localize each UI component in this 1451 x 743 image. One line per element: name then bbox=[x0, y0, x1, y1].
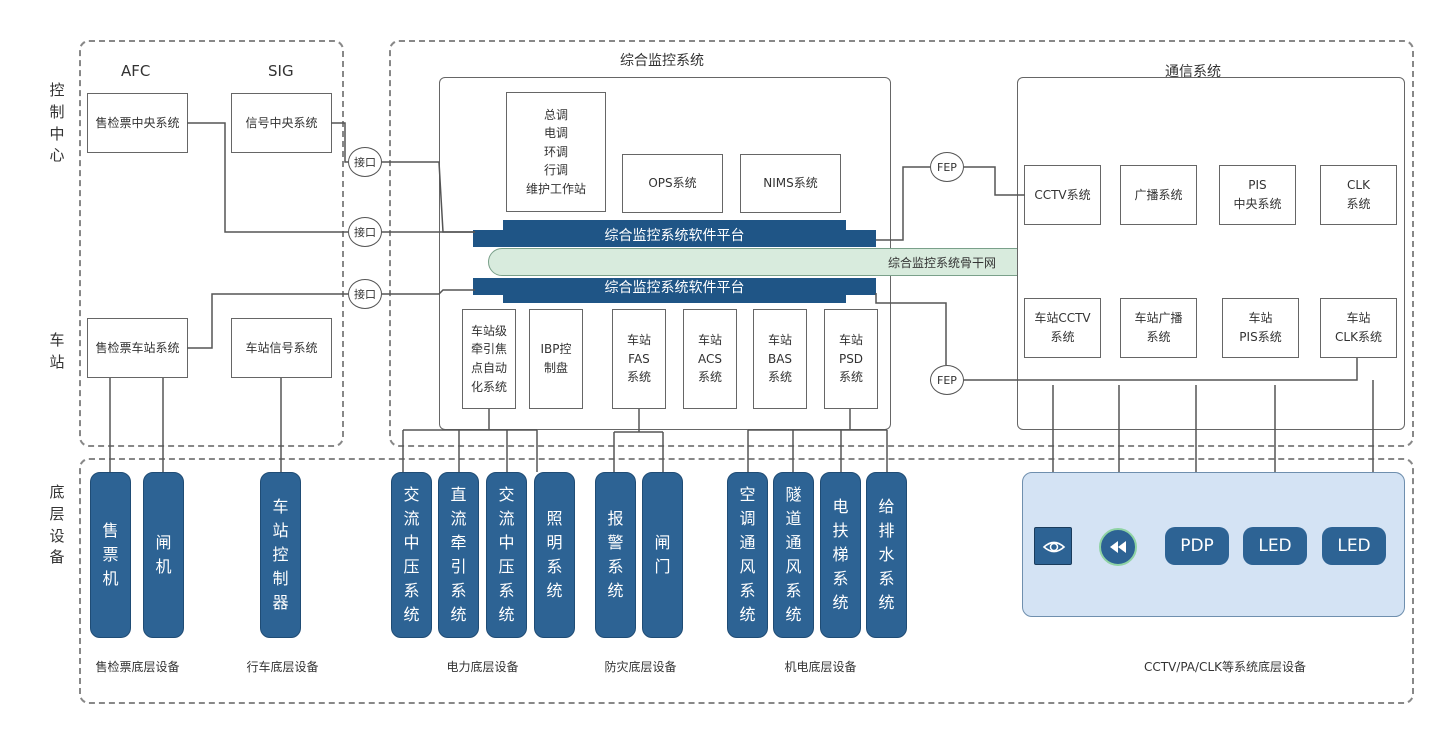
sig-center-box: 信号中央系统 bbox=[231, 93, 332, 153]
iscs-comm-region bbox=[389, 40, 1414, 447]
interface-node-3: 接口 bbox=[348, 279, 382, 309]
station-cctv-box: 车站CCTV 系统 bbox=[1024, 298, 1101, 358]
power-devices-label: 电力底层设备 bbox=[446, 660, 519, 674]
fep-node-upper: FEP bbox=[930, 152, 964, 182]
eye-icon bbox=[1034, 527, 1072, 565]
clk-system-box: CLK 系统 bbox=[1320, 165, 1397, 225]
afc-title: AFC bbox=[121, 62, 151, 80]
ops-box: OPS系统 bbox=[622, 154, 723, 213]
workstation-box: 总调 电调 环调 行调 维护工作站 bbox=[506, 92, 606, 212]
afc-sig-region bbox=[79, 40, 344, 447]
gate-valve-device: 闸 门 bbox=[642, 472, 683, 638]
ac-ventilation-device: 空 调 通 风 系 统 bbox=[727, 472, 768, 638]
station-label: 车 站 bbox=[49, 331, 65, 371]
rewind-icon bbox=[1099, 528, 1137, 566]
signal-devices-label: 行车底层设备 bbox=[246, 660, 319, 674]
station-psd-box: 车站 PSD 系统 bbox=[824, 309, 878, 409]
ibp-panel-box: IBP控 制盘 bbox=[529, 309, 583, 409]
afc-devices-label: 售检票底层设备 bbox=[95, 660, 180, 674]
interface-node-2: 接口 bbox=[348, 217, 382, 247]
station-broadcast-box: 车站广播 系统 bbox=[1120, 298, 1197, 358]
iscs-title: 综合监控系统 bbox=[620, 53, 704, 69]
platform-top-lower bbox=[473, 230, 876, 247]
cctv-system-box: CCTV系统 bbox=[1024, 165, 1101, 225]
ticket-machine-device: 售 票 机 bbox=[90, 472, 131, 638]
station-bas-box: 车站 BAS 系统 bbox=[753, 309, 807, 409]
gate-device: 闸 机 bbox=[143, 472, 184, 638]
platform-bottom-label: 综合监控系统软件平台 bbox=[604, 280, 745, 296]
bottom-devices-label: 底 层 设 备 bbox=[49, 483, 65, 567]
station-clk-box: 车站 CLK系统 bbox=[1320, 298, 1397, 358]
traction-automation-box: 车站级 牵引焦 点自动 化系统 bbox=[462, 309, 516, 409]
escalator-device: 电 扶 梯 系 统 bbox=[820, 472, 861, 638]
station-acs-box: 车站 ACS 系统 bbox=[683, 309, 737, 409]
sig-title: SIG bbox=[268, 62, 294, 80]
fep-node-lower: FEP bbox=[930, 365, 964, 395]
ac-medium-voltage-device-1: 交 流 中 压 系 统 bbox=[391, 472, 432, 638]
comm-devices-label: CCTV/PA/CLK等系统底层设备 bbox=[1144, 660, 1306, 674]
lighting-device: 照 明 系 统 bbox=[534, 472, 575, 638]
broadcast-system-box: 广播系统 bbox=[1120, 165, 1197, 225]
station-pis-box: 车站 PIS系统 bbox=[1222, 298, 1299, 358]
platform-top-label: 综合监控系统软件平台 bbox=[604, 228, 745, 244]
disaster-prevention-devices-label: 防灾底层设备 bbox=[604, 660, 677, 674]
pis-center-box: PIS 中央系统 bbox=[1219, 165, 1296, 225]
ac-medium-voltage-device-2: 交 流 中 压 系 统 bbox=[486, 472, 527, 638]
electromechanical-devices-label: 机电底层设备 bbox=[784, 660, 857, 674]
station-fas-box: 车站 FAS 系统 bbox=[612, 309, 666, 409]
comm-title: 通信系统 bbox=[1165, 64, 1221, 80]
platform-bottom-upper bbox=[473, 278, 876, 295]
bottom-devices-region bbox=[79, 458, 1414, 704]
sig-station-box: 车站信号系统 bbox=[231, 318, 332, 378]
nims-box: NIMS系统 bbox=[740, 154, 841, 213]
station-controller-device: 车 站 控 制 器 bbox=[260, 472, 301, 638]
led-device-2: LED bbox=[1322, 527, 1386, 565]
pdp-device: PDP bbox=[1165, 527, 1229, 565]
water-supply-device: 给 排 水 系 统 bbox=[866, 472, 907, 638]
alarm-device: 报 警 系 统 bbox=[595, 472, 636, 638]
platform-top-upper bbox=[503, 220, 846, 232]
comm-panel bbox=[1017, 77, 1405, 430]
control-center-label: 控 制 中 心 bbox=[49, 81, 65, 165]
afc-center-box: 售检票中央系统 bbox=[87, 93, 188, 153]
afc-station-box: 售检票车站系统 bbox=[87, 318, 188, 378]
interface-node-1: 接口 bbox=[348, 147, 382, 177]
tunnel-ventilation-device: 隧 道 通 风 系 统 bbox=[773, 472, 814, 638]
platform-bottom-lower bbox=[503, 293, 846, 303]
dc-traction-device: 直 流 牵 引 系 统 bbox=[438, 472, 479, 638]
led-device-1: LED bbox=[1243, 527, 1307, 565]
